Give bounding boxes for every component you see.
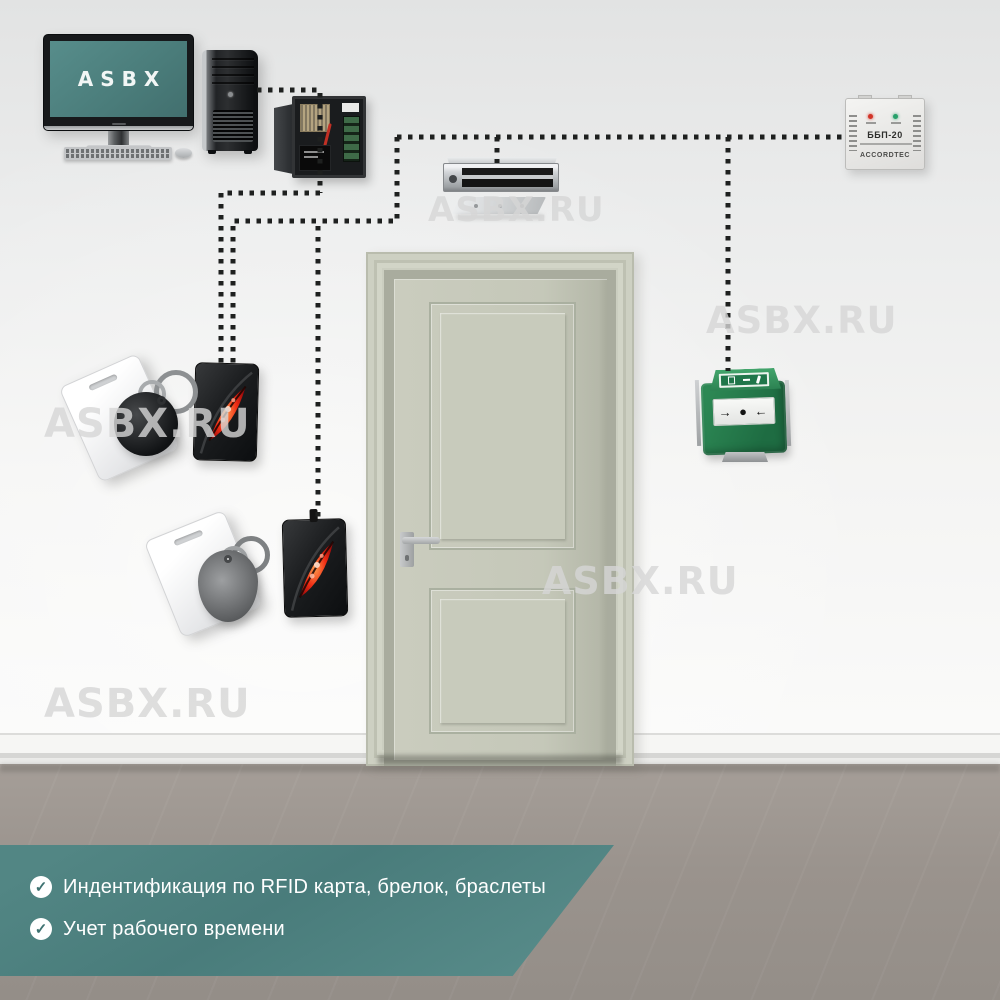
power-supply-unit: ББП-20 ACCORDTEC: [845, 95, 925, 170]
controller-battery: [299, 145, 331, 171]
lock-brand-mark: [449, 175, 457, 183]
key-fob-1: [106, 368, 198, 458]
door-keyhole: [405, 555, 409, 561]
watermark: ASBX.RU: [44, 681, 251, 727]
monitor-bottom-edge: [44, 126, 193, 130]
wire-systemunit-controller: [257, 87, 323, 193]
feature-item: ✓ Учет рабочего времени: [30, 917, 285, 941]
lock-body: [443, 163, 559, 192]
tower-drive-bays: [212, 58, 254, 86]
computer-monitor: ASBX: [43, 34, 194, 131]
controller-circuit-board: [300, 104, 330, 132]
monitor-brand-text: ASBX: [77, 67, 167, 91]
psu-fineprint: [860, 143, 912, 145]
psu-brand-logo: ACCORDTEC: [859, 152, 911, 159]
door: [366, 252, 634, 766]
check-circle-icon: ✓: [30, 918, 52, 940]
psu-model-label: ББП-20: [867, 130, 903, 140]
features-banner: ✓ Индентификация по RFID карта, брелок, …: [0, 845, 614, 976]
fob-body: [114, 392, 178, 456]
door-panel-top: [429, 302, 576, 550]
monitor-screen: ASBX: [50, 41, 187, 117]
lock-magnet-poles: [462, 168, 553, 187]
psu-power-led: [868, 114, 873, 119]
keyboard: [64, 147, 172, 160]
controller-label: [342, 103, 359, 112]
psu-vent: [849, 115, 857, 151]
feature-label: Учет рабочего времени: [63, 917, 285, 940]
exit-button: → ● ←: [694, 366, 796, 464]
exit-button-base: [722, 452, 768, 462]
electromagnetic-lock: [443, 157, 563, 219]
feature-item: ✓ Индентификация по RFID карта, брелок, …: [30, 875, 546, 899]
watermark: ASBX.RU: [542, 559, 739, 603]
key-fob-2: [198, 532, 290, 624]
controller-cabinet: [292, 96, 366, 178]
tower-vent-grille: [213, 110, 253, 142]
wire-bus-reader1: [230, 137, 400, 366]
watermark: ASBX.RU: [706, 299, 898, 342]
rfid-reader-2: [281, 508, 349, 618]
reader-led-eye-icon: [199, 371, 253, 454]
door-leaf: [394, 279, 607, 760]
fob-body: [198, 550, 258, 622]
door-shadow: [378, 755, 622, 764]
wall-floor-shadow: [0, 764, 1000, 772]
mouse: [175, 148, 192, 158]
tower-power-button: [228, 92, 233, 97]
psu-battery-led: [893, 114, 898, 119]
watermark: ASBX.RU: [44, 401, 251, 447]
controller-terminals: [343, 116, 360, 162]
system-unit-tower: [202, 50, 258, 154]
door-panel-bottom: [429, 588, 576, 734]
wire-controller-reader1: [218, 190, 320, 366]
check-circle-icon: ✓: [30, 876, 52, 898]
watermark: ASBX.RU: [428, 190, 605, 230]
reader-led-eye-icon: [290, 526, 340, 611]
door-handle-lever: [402, 537, 440, 544]
rfid-reader-1: [192, 362, 260, 462]
access-controller: [274, 96, 366, 182]
feature-label: Индентификация по RFID карта, брелок, бр…: [63, 875, 546, 898]
monitor-stand: [108, 131, 129, 147]
lock-armature-plate: [452, 197, 546, 214]
monitor-logo: [111, 123, 126, 125]
psu-vent: [913, 115, 921, 151]
